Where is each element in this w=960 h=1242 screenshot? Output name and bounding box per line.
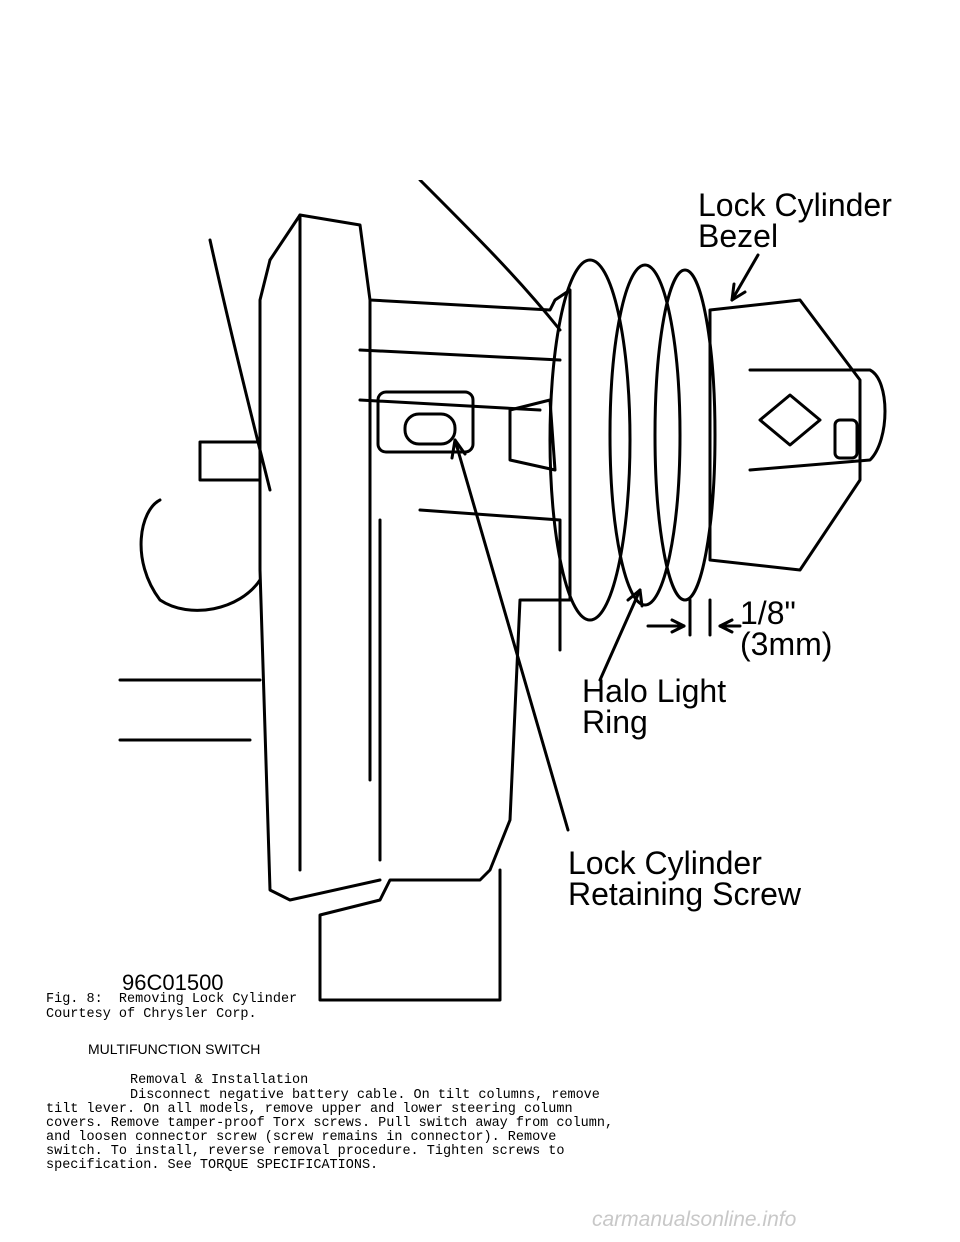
section-subtitle: Removal & Installation bbox=[130, 1073, 309, 1088]
figure-caption: Fig. 8: Removing Lock Cylinder bbox=[46, 992, 298, 1007]
figure-credit: Courtesy of Chrysler Corp. bbox=[46, 1007, 257, 1022]
label-halo-light-ring: Halo Light Ring bbox=[582, 673, 727, 740]
section-title: MULTIFUNCTION SWITCH bbox=[88, 1041, 261, 1057]
label-lock-cylinder-retaining-screw: Lock Cylinder Retaining Screw bbox=[568, 845, 801, 912]
figure-code: 96C01500 bbox=[122, 970, 224, 995]
label-gap-dimension: 1/8" (3mm) bbox=[740, 595, 833, 662]
label-lock-cylinder-bezel: Lock Cylinder Bezel bbox=[698, 187, 892, 254]
lock-cylinder-illustration bbox=[118, 180, 887, 1002]
watermark: carmanualsonline.info bbox=[592, 1208, 797, 1231]
section-body: Disconnect negative battery cable. On ti… bbox=[46, 1088, 614, 1173]
